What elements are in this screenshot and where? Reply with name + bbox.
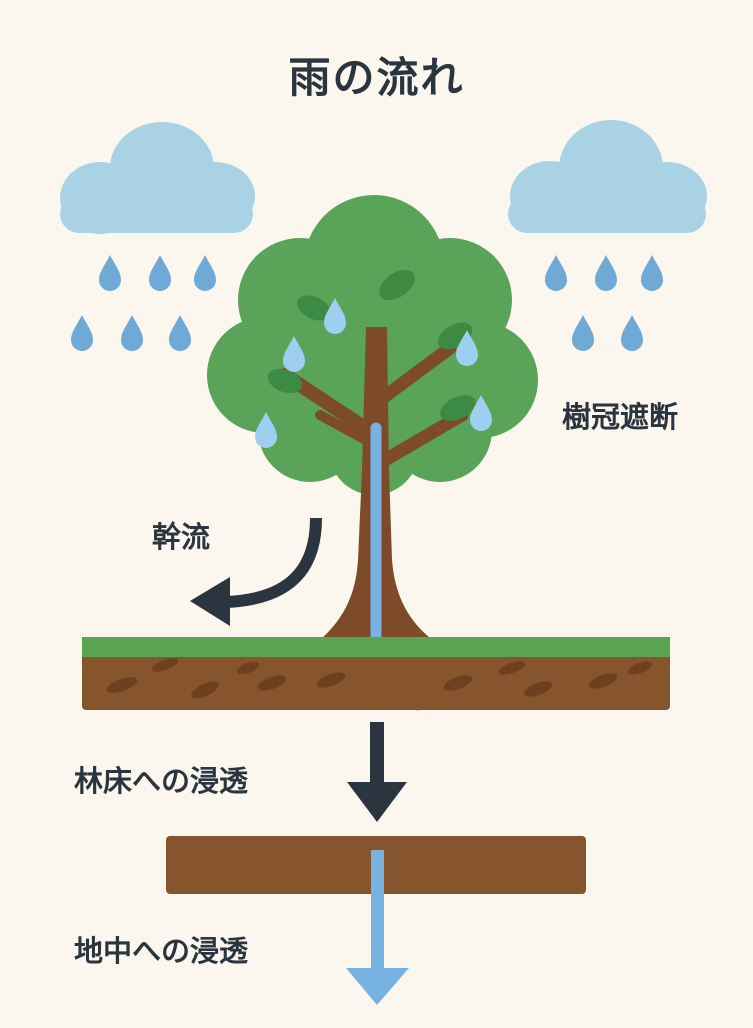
stemflow-label: 幹流 [152, 520, 211, 554]
underground-water-arrow-icon [346, 850, 409, 1005]
stemflow-arrow-icon [190, 517, 322, 626]
right-cloud-icon [508, 120, 707, 233]
leaf-icons [267, 269, 476, 421]
left-cloud-icon [60, 122, 255, 234]
soil-spots [106, 658, 653, 699]
canopy-interception-label: 樹冠遮断 [562, 400, 679, 434]
forest-floor-infiltration-label: 林床への浸透 [74, 764, 249, 798]
underground-infiltration-label: 地中への浸透 [74, 934, 249, 968]
page-title: 雨の流れ [288, 53, 465, 102]
right-rain-drops [545, 255, 663, 351]
infiltration-arrow-icon [347, 722, 407, 822]
forest-floor [82, 637, 670, 710]
left-rain-drops [71, 255, 216, 351]
